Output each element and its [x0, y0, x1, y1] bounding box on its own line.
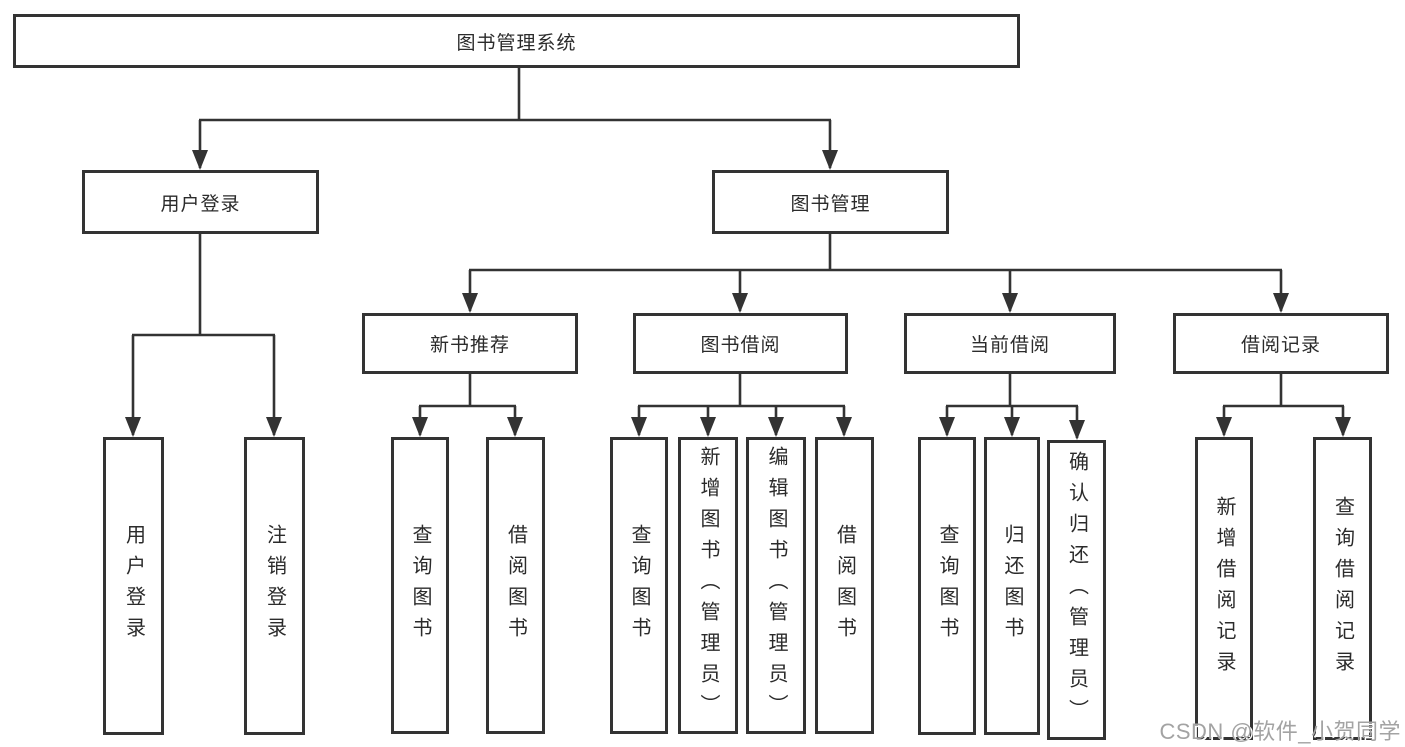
node-book-management: 图书管理	[712, 170, 949, 234]
connector-book-management-to-level3	[462, 234, 1289, 313]
node-return-books: 归还图书	[984, 437, 1040, 735]
csdn-watermark: CSDN @软件_小贺同学	[1159, 719, 1401, 744]
node-label: 新增图书（管理员）	[697, 446, 719, 725]
node-label: 借阅图书	[504, 523, 527, 648]
node-add-books-admin: 新增图书（管理员）	[678, 437, 738, 734]
node-label: 新书推荐	[429, 335, 510, 356]
connector-current-borrowing-group	[939, 374, 1085, 440]
connector-book-borrowing-group	[631, 374, 852, 437]
node-label: 借阅记录	[1240, 335, 1321, 356]
node-borrow-books-leaf: 借阅图书	[815, 437, 874, 734]
node-book-borrowing: 图书借阅	[633, 313, 848, 374]
node-label: 确认归还（管理员）	[1065, 450, 1088, 730]
node-label: 归还图书	[1001, 524, 1023, 648]
node-user-login: 用户登录	[82, 170, 319, 234]
node-query-books-borrow: 查询图书	[610, 437, 668, 734]
node-label: 查询图书	[409, 523, 431, 648]
node-new-book-recommendation: 新书推荐	[362, 313, 578, 374]
node-label: 查询图书	[936, 524, 958, 648]
node-query-books-current: 查询图书	[918, 437, 976, 735]
node-library-management-system: 图书管理系统	[13, 14, 1020, 68]
node-label: 新增借阅记录	[1213, 495, 1235, 682]
node-label: 借阅图书	[833, 523, 856, 648]
connector-root-to-level2	[192, 68, 838, 170]
node-label: 查询借阅记录	[1331, 495, 1354, 682]
node-edit-books-admin: 编辑图书（管理员）	[746, 437, 806, 734]
node-label: 用户登录	[122, 524, 145, 648]
node-borrow-books-recommend: 借阅图书	[486, 437, 545, 734]
node-confirm-return-admin: 确认归还（管理员）	[1047, 440, 1106, 740]
node-add-borrow-record: 新增借阅记录	[1195, 437, 1253, 740]
node-query-books-recommend: 查询图书	[391, 437, 449, 734]
node-label: 图书管理	[790, 193, 871, 215]
connector-new-book-recommendation-group	[412, 374, 523, 437]
node-label: 编辑图书（管理员）	[765, 446, 787, 725]
node-label: 图书借阅	[700, 335, 781, 356]
node-label: 查询图书	[628, 523, 650, 648]
node-query-borrow-record: 查询借阅记录	[1313, 437, 1372, 740]
node-logout: 注销登录	[244, 437, 305, 735]
connector-user-login-group	[125, 234, 282, 437]
node-label: 注销登录	[263, 524, 286, 648]
node-label: 图书管理系统	[456, 32, 577, 54]
node-label: 当前借阅	[969, 335, 1050, 356]
node-current-borrowing: 当前借阅	[904, 313, 1116, 374]
connector-borrowing-records-group	[1216, 374, 1351, 437]
node-borrowing-records: 借阅记录	[1173, 313, 1389, 374]
node-label: 用户登录	[160, 193, 241, 215]
node-user-login-leaf: 用户登录	[103, 437, 164, 735]
